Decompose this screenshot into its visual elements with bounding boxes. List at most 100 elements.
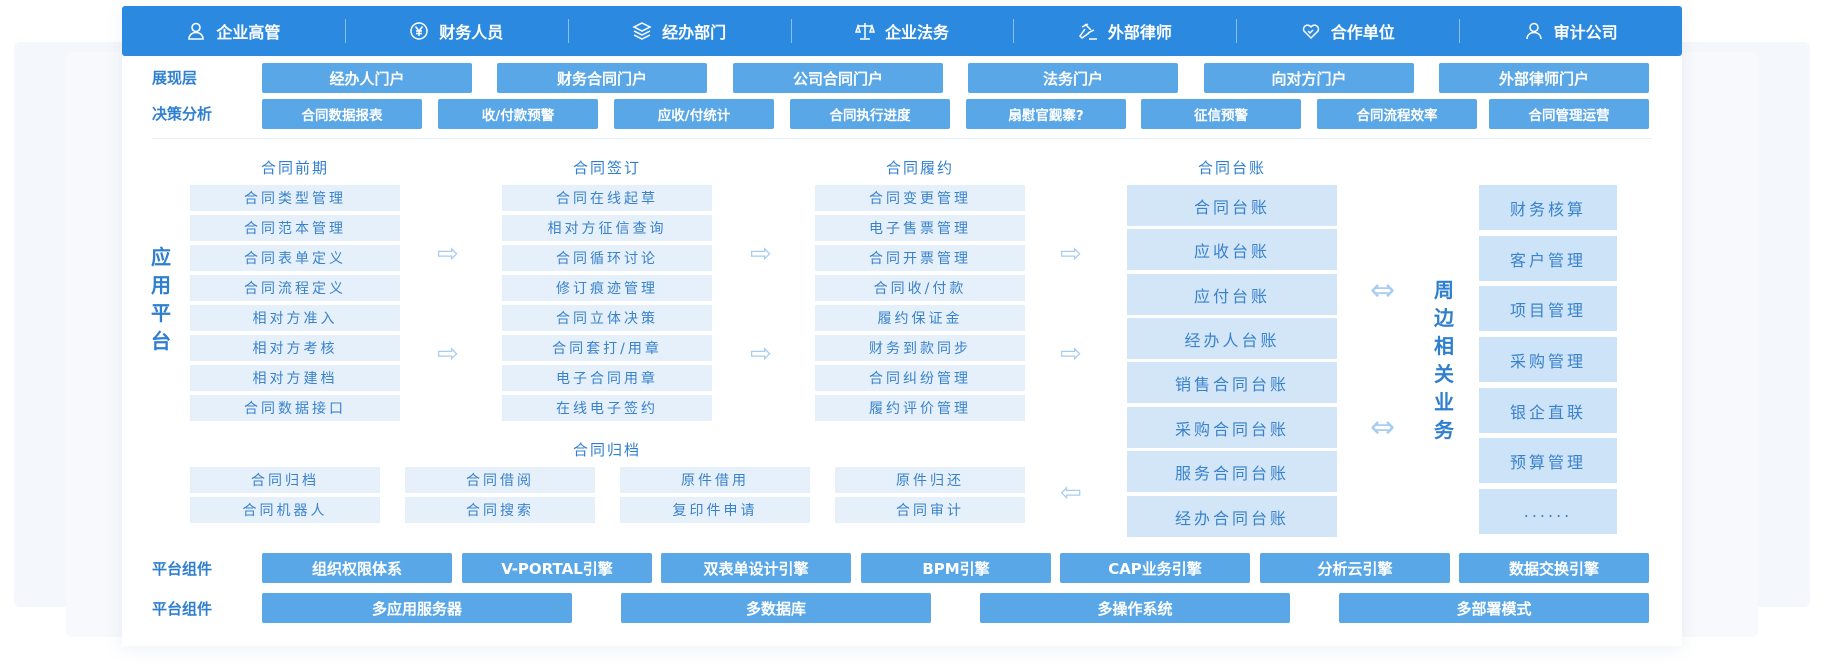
component-item[interactable]: 多部署模式 (1339, 593, 1649, 623)
list-item[interactable]: 相对方建档 (190, 365, 400, 391)
components-label: 平台组件 (152, 600, 213, 618)
decision-item[interactable]: 合同流程效率 (1317, 99, 1477, 129)
peripheral-item[interactable]: 预算管理 (1479, 438, 1617, 483)
portal-legal[interactable]: 法务门户 (968, 63, 1178, 93)
layers-icon (632, 22, 652, 40)
role-finance[interactable]: 财务人员 (344, 6, 568, 56)
role-bar: 企业高管 财务人员 经办部门 企业法务 外部律师 合作单位 审计公司 (122, 6, 1682, 56)
component-item[interactable]: BPM引擎 (861, 553, 1051, 583)
role-label: 合作单位 (1330, 23, 1395, 42)
list-item[interactable]: 合同归档 (190, 467, 380, 493)
user-icon (188, 22, 205, 40)
ledger-item[interactable]: 应收台账 (1127, 229, 1337, 270)
list-item[interactable]: 合同机器人 (190, 497, 380, 523)
ledger-item[interactable]: 采购合同台账 (1127, 407, 1337, 448)
list-item[interactable]: 合同在线起草 (502, 185, 712, 211)
arrow-right-icon: ⇨ (750, 239, 772, 269)
role-partner[interactable]: 合作单位 (1236, 6, 1459, 56)
component-item[interactable]: CAP业务引擎 (1060, 553, 1250, 583)
list-item[interactable]: 合同循环讨论 (502, 245, 712, 271)
list-item[interactable]: 电子合同用章 (502, 365, 712, 391)
role-label: 企业法务 (885, 23, 950, 42)
peripheral-item[interactable]: 银企直联 (1479, 388, 1617, 433)
portal-finance[interactable]: 财务合同门户 (497, 63, 707, 93)
role-audit[interactable]: 审计公司 (1459, 6, 1682, 56)
decision-item[interactable]: 征信预警 (1141, 99, 1301, 129)
component-item[interactable]: 组织权限体系 (262, 553, 452, 583)
pre-contract-title: 合同前期 (260, 159, 329, 177)
list-item[interactable]: 合同范本管理 (190, 215, 400, 241)
list-item[interactable]: 合同表单定义 (190, 245, 400, 271)
decision-label: 决策分析 (152, 105, 213, 123)
list-item[interactable]: 合同数据接口 (190, 395, 400, 421)
list-item[interactable]: 合同收/付款 (815, 275, 1025, 301)
list-item[interactable]: 合同开票管理 (815, 245, 1025, 271)
decision-item[interactable]: 扇慰官觐寨? (966, 99, 1126, 129)
ledger-item[interactable]: 合同台账 (1127, 185, 1337, 226)
list-item[interactable]: 在线电子签约 (502, 395, 712, 421)
list-item[interactable]: 相对方考核 (190, 335, 400, 361)
role-department[interactable]: 经办部门 (567, 6, 791, 56)
arrow-right-icon: ⇨ (1060, 239, 1082, 269)
list-item[interactable]: 原件借用 (620, 467, 810, 493)
list-item[interactable]: 相对方准入 (190, 305, 400, 331)
list-item[interactable]: 电子售票管理 (815, 215, 1025, 241)
list-item[interactable]: 相对方征信查询 (502, 215, 712, 241)
role-label: 审计公司 (1553, 23, 1618, 42)
list-item[interactable]: 修订痕迹管理 (502, 275, 712, 301)
arrow-right-icon: ⇨ (750, 339, 772, 369)
ledger-item[interactable]: 经办合同台账 (1127, 496, 1337, 537)
component-item[interactable]: V-PORTAL引擎 (462, 553, 652, 583)
components-label: 平台组件 (152, 560, 213, 578)
list-item[interactable]: 原件归还 (835, 467, 1025, 493)
component-item[interactable]: 数据交换引擎 (1459, 553, 1649, 583)
list-item[interactable]: 合同类型管理 (190, 185, 400, 211)
role-legal[interactable]: 企业法务 (790, 6, 1014, 56)
list-item[interactable]: 合同套打/用章 (502, 335, 712, 361)
role-label: 经办部门 (662, 23, 727, 42)
decision-item[interactable]: 收/付款预警 (438, 99, 598, 129)
ledger-item[interactable]: 经办人台账 (1127, 318, 1337, 359)
peripheral-item[interactable]: 客户管理 (1479, 236, 1617, 281)
scale-icon (855, 23, 875, 40)
ledger-item[interactable]: 服务合同台账 (1127, 451, 1337, 492)
list-item[interactable]: 履约评价管理 (815, 395, 1025, 421)
list-item[interactable]: 合同搜索 (405, 497, 595, 523)
peripheral-item[interactable]: 采购管理 (1479, 337, 1617, 382)
list-item[interactable]: 合同立体决策 (502, 305, 712, 331)
arrow-left-icon: ⇦ (1060, 478, 1082, 508)
role-label: 企业高管 (216, 23, 281, 42)
component-item[interactable]: 分析云引擎 (1260, 553, 1450, 583)
role-executive[interactable]: 企业高管 (122, 6, 345, 56)
double-arrow-icon: ⇔ (1370, 410, 1396, 445)
list-item[interactable]: 合同纠纷管理 (815, 365, 1025, 391)
ledger-item[interactable]: 销售合同台账 (1127, 362, 1337, 403)
decision-item[interactable]: 合同执行进度 (790, 99, 950, 129)
decision-item[interactable]: 应收/付统计 (614, 99, 774, 129)
decision-item[interactable]: 合同数据报表 (262, 99, 422, 129)
yen-coin-icon (410, 22, 429, 40)
arrow-right-icon: ⇨ (437, 339, 459, 369)
component-item[interactable]: 多应用服务器 (262, 593, 572, 623)
role-lawyer[interactable]: 外部律师 (1013, 6, 1236, 56)
component-item[interactable]: 多操作系统 (980, 593, 1290, 623)
portal-counterparty[interactable]: 向对方门户 (1204, 63, 1414, 93)
portal-company[interactable]: 公司合同门户 (733, 63, 943, 93)
portal-handler[interactable]: 经办人门户 (262, 63, 472, 93)
list-item[interactable]: 复印件申请 (620, 497, 810, 523)
peripheral-item[interactable]: ...... (1479, 489, 1617, 534)
portal-lawyer[interactable]: 外部律师门户 (1439, 63, 1649, 93)
component-item[interactable]: 多数据库 (621, 593, 931, 623)
list-item[interactable]: 履约保证金 (815, 305, 1025, 331)
list-item[interactable]: 合同借阅 (405, 467, 595, 493)
decision-item[interactable]: 合同管理运营 (1489, 99, 1649, 129)
peripheral-item[interactable]: 项目管理 (1479, 286, 1617, 331)
ledger-item[interactable]: 应付台账 (1127, 274, 1337, 315)
list-item[interactable]: 合同流程定义 (190, 275, 400, 301)
component-item[interactable]: 双表单设计引擎 (661, 553, 851, 583)
peripheral-item[interactable]: 财务核算 (1479, 185, 1617, 230)
list-item[interactable]: 合同审计 (835, 497, 1025, 523)
list-item[interactable]: 财务到款同步 (815, 335, 1025, 361)
list-item[interactable]: 合同变更管理 (815, 185, 1025, 211)
section-divider (152, 138, 1652, 139)
